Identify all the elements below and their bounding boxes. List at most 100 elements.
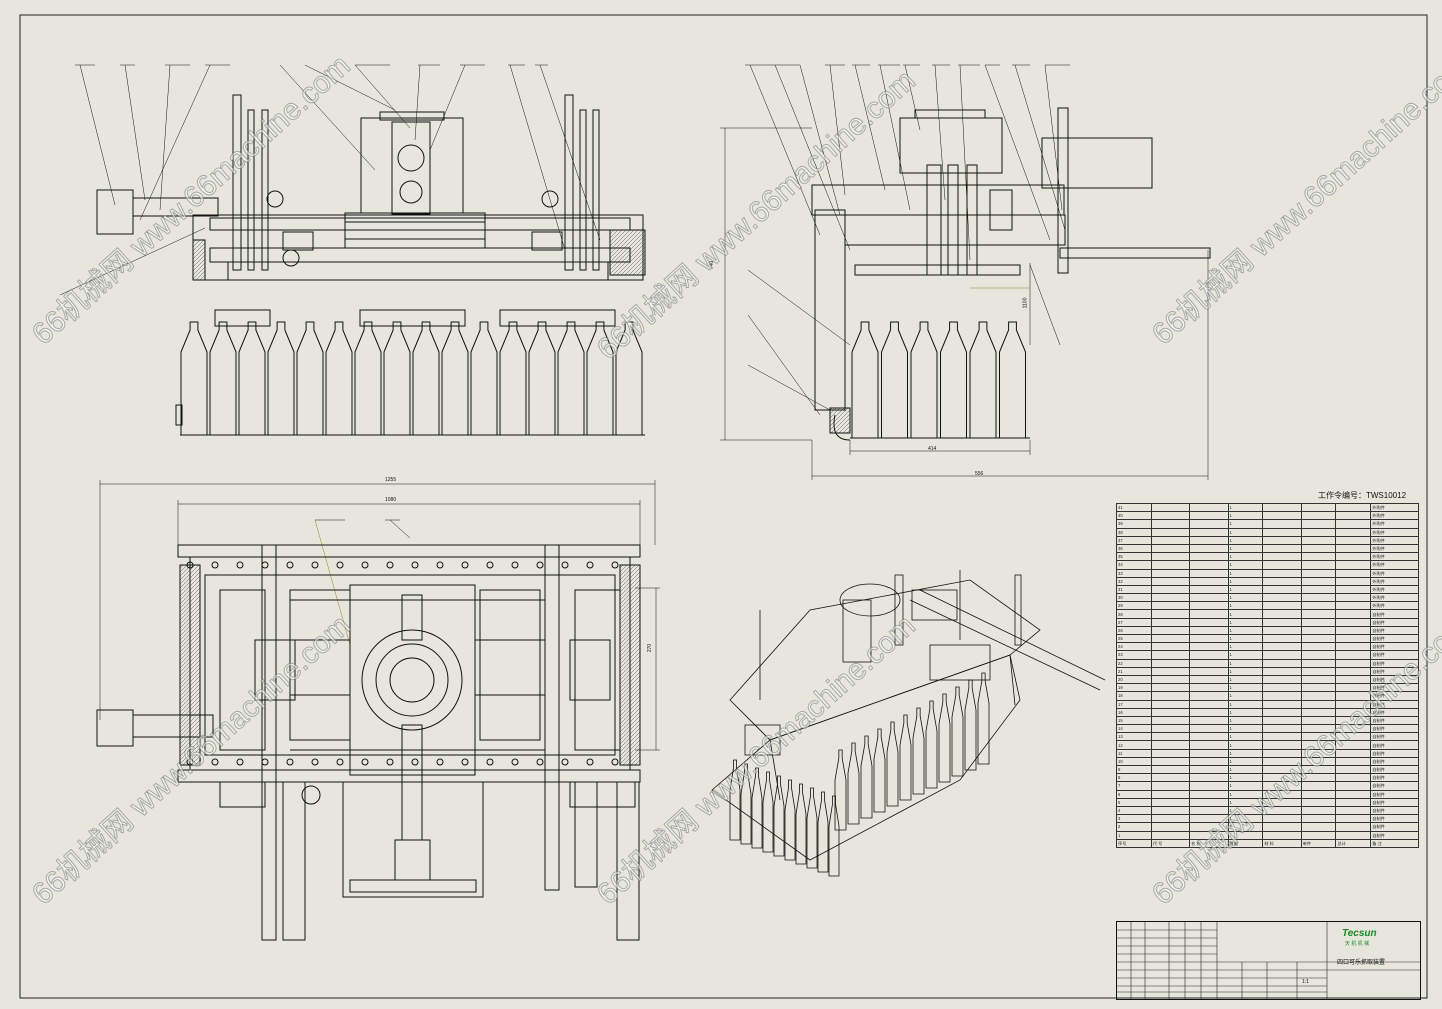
bom-cell bbox=[1189, 756, 1229, 767]
bom-cell: 1 bbox=[1227, 781, 1264, 791]
bom-cell bbox=[1150, 576, 1191, 586]
bom-cell bbox=[1189, 814, 1229, 824]
bom-cell bbox=[1189, 502, 1229, 513]
bom-cell bbox=[1300, 814, 1337, 824]
bom-cell bbox=[1335, 814, 1372, 824]
bom-cell bbox=[1189, 707, 1229, 717]
bom-cell bbox=[1300, 584, 1337, 595]
bolt bbox=[561, 758, 569, 766]
bom-cell bbox=[1189, 740, 1229, 750]
bom-cell bbox=[1335, 658, 1372, 668]
bom-cell: 外购件 bbox=[1370, 560, 1419, 570]
bolt bbox=[461, 561, 469, 569]
bom-cell bbox=[1300, 576, 1337, 586]
bom-cell bbox=[1335, 511, 1372, 521]
bom-cell: 23 bbox=[1116, 650, 1152, 660]
bom-cell: 自制件 bbox=[1370, 707, 1419, 717]
bom-cell bbox=[1150, 502, 1191, 513]
bom-cell: 32 bbox=[1116, 576, 1152, 586]
bom-header-cell: 总计 bbox=[1335, 838, 1372, 848]
bom-cell bbox=[1300, 568, 1337, 578]
bottle bbox=[847, 742, 860, 825]
bom-cell: 1 bbox=[1227, 625, 1264, 636]
bom-cell: 1 bbox=[1227, 584, 1264, 595]
bom-cell: 1 bbox=[1227, 650, 1264, 660]
bom-cell bbox=[1262, 584, 1302, 595]
bom-cell bbox=[1189, 633, 1229, 644]
bom-cell bbox=[1335, 543, 1372, 554]
bom-cell bbox=[1262, 707, 1302, 717]
bom-cell bbox=[1300, 683, 1337, 693]
bom-cell: 1 bbox=[1227, 658, 1264, 668]
plan-bolts bbox=[186, 561, 619, 766]
bolt bbox=[461, 758, 469, 766]
bom-cell bbox=[1189, 617, 1229, 627]
bolt bbox=[586, 561, 594, 569]
bottle bbox=[740, 763, 752, 845]
bom-cell bbox=[1262, 830, 1302, 840]
bottle bbox=[940, 321, 967, 439]
bottle bbox=[441, 321, 469, 436]
bolt bbox=[361, 758, 369, 766]
bolt bbox=[186, 758, 194, 766]
bom-cell bbox=[1300, 552, 1337, 562]
bom-cell bbox=[1262, 797, 1302, 807]
side-bottles bbox=[851, 321, 1026, 439]
bom-cell bbox=[1150, 732, 1191, 742]
bolt bbox=[436, 561, 444, 569]
bom-cell: 外购件 bbox=[1370, 511, 1419, 521]
bom-cell: 1 bbox=[1227, 535, 1264, 545]
work-order-label: 工作令编号：TWS10012 bbox=[1318, 491, 1407, 500]
bom-cell bbox=[1300, 805, 1337, 816]
bom-cell bbox=[1189, 715, 1229, 726]
bottle bbox=[751, 767, 763, 849]
bom-cell bbox=[1262, 552, 1302, 562]
bom-cell: 1 bbox=[1227, 666, 1264, 676]
bolt bbox=[211, 561, 219, 569]
bottle bbox=[729, 759, 741, 841]
bom-cell bbox=[1262, 535, 1302, 545]
bolt bbox=[311, 758, 319, 766]
bottle bbox=[886, 721, 899, 807]
bom-cell: 27 bbox=[1116, 617, 1152, 627]
bom-cell bbox=[1262, 805, 1302, 816]
bom-cell bbox=[1335, 609, 1372, 619]
bom-cell: 自制件 bbox=[1370, 633, 1419, 644]
bom-cell bbox=[1150, 601, 1191, 611]
bom-cell bbox=[1189, 699, 1229, 709]
bom-cell bbox=[1189, 568, 1229, 578]
bom-cell: 外购件 bbox=[1370, 601, 1419, 611]
bottle bbox=[209, 321, 237, 436]
bom-cell: 自制件 bbox=[1370, 617, 1419, 627]
scale-value: 1:1 bbox=[1302, 979, 1309, 985]
bom-cell bbox=[1335, 773, 1372, 783]
bom-cell: 40 bbox=[1116, 511, 1152, 521]
bom-cell: 26 bbox=[1116, 625, 1152, 636]
bom-cell bbox=[1150, 683, 1191, 693]
bom-cell: 外购件 bbox=[1370, 543, 1419, 554]
bottle bbox=[834, 749, 847, 831]
company-logo: Tecsun bbox=[1342, 928, 1377, 939]
bom-cell bbox=[1189, 593, 1229, 603]
bom-cell bbox=[1300, 543, 1337, 554]
bom-cell bbox=[1335, 805, 1372, 816]
bom-cell: 自制件 bbox=[1370, 732, 1419, 742]
bom-cell bbox=[1189, 781, 1229, 791]
bom-cell: 1 bbox=[1227, 543, 1264, 554]
bom-cell bbox=[1300, 642, 1337, 652]
bom-cell: 1 bbox=[1227, 773, 1264, 783]
bom-cell: 33 bbox=[1116, 568, 1152, 578]
bottle bbox=[412, 321, 440, 436]
bom-cell: 自制件 bbox=[1370, 699, 1419, 709]
bom-cell bbox=[1150, 789, 1191, 799]
